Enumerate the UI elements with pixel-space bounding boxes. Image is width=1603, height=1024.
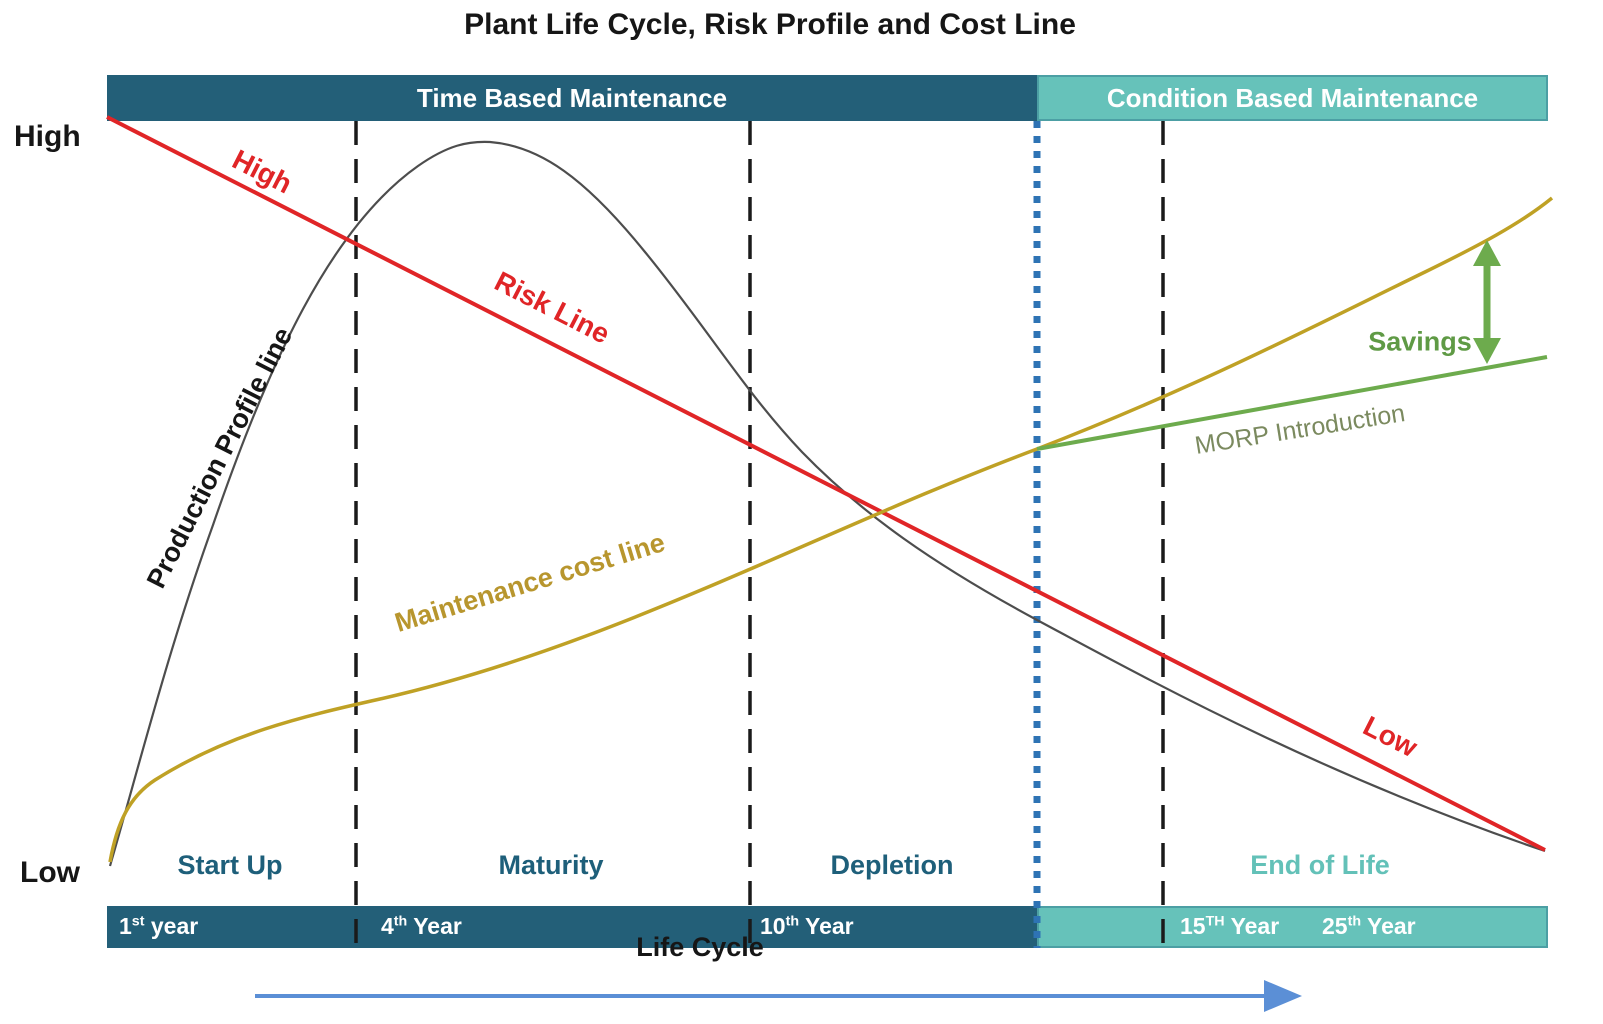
risk-line xyxy=(106,115,1546,852)
savings-arrow-head-up xyxy=(1473,240,1501,266)
phase-depletion: Depletion xyxy=(830,850,954,880)
year-tick-1st: 1st year xyxy=(119,913,199,939)
phase-maturity: Maturity xyxy=(498,850,604,880)
year-band-time-based xyxy=(107,906,1037,948)
year-band-condition-based xyxy=(1037,906,1548,948)
phase-end-of-life: End of Life xyxy=(1250,850,1390,880)
morp-introduction-label: MORP Introduction xyxy=(1192,399,1407,460)
life-cycle-arrow-head xyxy=(1264,980,1302,1012)
y-axis-high-label: High xyxy=(14,120,81,153)
maintenance-cost-line xyxy=(108,196,1554,863)
savings-label: Savings xyxy=(1368,326,1472,357)
risk-line-low-label: Low xyxy=(1358,710,1423,764)
savings-arrow-head-down xyxy=(1473,338,1501,364)
time-based-maintenance-band: Time Based Maintenance xyxy=(107,75,1037,121)
time-based-maintenance-label: Time Based Maintenance xyxy=(416,82,728,113)
production-profile-label: Production Profile line xyxy=(140,322,299,593)
year-tick-25th: 25th Year xyxy=(1322,913,1416,939)
condition-based-maintenance-band: Condition Based Maintenance xyxy=(1037,75,1548,121)
phase-start-up: Start Up xyxy=(177,850,283,880)
life-cycle-label: Life Cycle xyxy=(636,932,764,962)
y-axis-low-label: Low xyxy=(20,856,80,889)
year-tick-15th: 15TH Year xyxy=(1180,913,1280,939)
maintenance-cost-label: Maintenance cost line xyxy=(391,527,669,638)
year-tick-10th: 10th Year xyxy=(760,913,854,939)
year-tick-4th: 4th Year xyxy=(381,913,462,939)
production-profile-line xyxy=(108,140,1546,867)
condition-based-maintenance-label: Condition Based Maintenance xyxy=(1106,82,1479,113)
page-title: Plant Life Cycle, Risk Profile and Cost … xyxy=(464,8,1076,41)
risk-line-high-label: High xyxy=(227,143,297,200)
risk-line-name-label: Risk Line xyxy=(489,265,615,350)
